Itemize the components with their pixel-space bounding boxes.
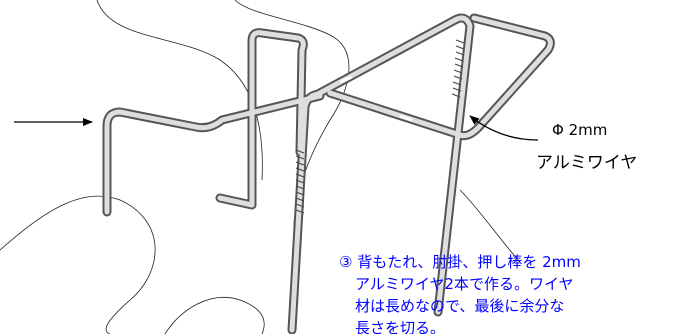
wire-left-leg-inner (104, 93, 323, 215)
wire-diameter-label: Φ 2mm (552, 121, 608, 139)
guide-curve-right (459, 189, 521, 263)
wire-bindings (295, 39, 465, 214)
wire-front-leg-inner (289, 15, 473, 333)
wire-crossing-gaps (339, 75, 413, 122)
instruction-note: ③ 背もたれ、肘掛、押し棒を 2mm アルミワイヤ2本で作る。ワイヤ 材は長めな… (339, 251, 688, 334)
instruction-line-1: ③ 背もたれ、肘掛、押し棒を 2mm (339, 253, 581, 271)
guide-curve-top-left (96, 0, 263, 181)
wire-back-rest-inner (217, 30, 306, 208)
arrow-wire-spec-pointer (469, 115, 539, 141)
wire-highlight (104, 15, 553, 333)
binding-right (451, 39, 465, 98)
wire-material-label: アルミワイヤ (536, 153, 638, 173)
instruction-line-3: 材は長めなので、最後に余分な (355, 297, 565, 315)
wire-armrest-inner (327, 15, 553, 139)
binding-left (295, 149, 305, 214)
crossing-gap-2 (399, 114, 413, 122)
guide-curve-bottom-left (0, 195, 156, 334)
crossing-gap-1 (339, 75, 353, 84)
guide-curve-bottom-center (164, 296, 265, 334)
instruction-line-2: アルミワイヤ2本で作る。ワイヤ (355, 275, 574, 293)
wire-armrest (325, 13, 555, 141)
instruction-line-4: 長さを切る。 (355, 319, 446, 334)
